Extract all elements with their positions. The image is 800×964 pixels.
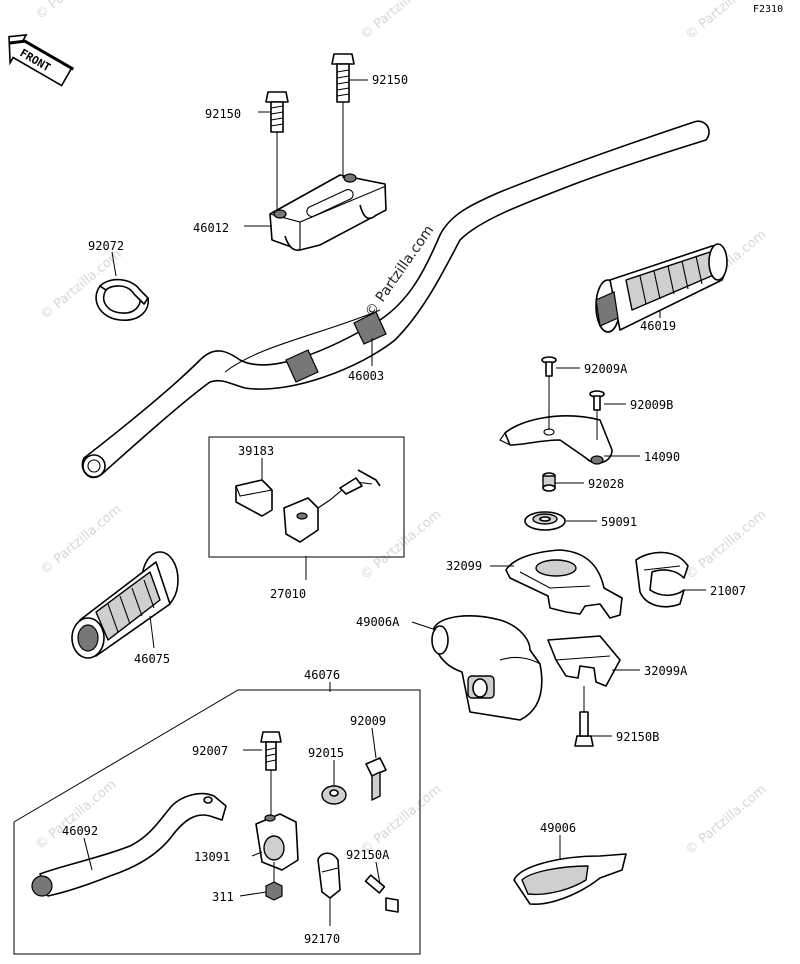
part-label: 59091 xyxy=(601,515,637,529)
part-label: 39183 xyxy=(238,444,274,458)
part-label: 92007 xyxy=(192,744,228,758)
handlebar-clamp xyxy=(269,173,387,252)
part-label: 311 xyxy=(212,890,234,904)
throttle-body-49006a xyxy=(431,615,543,721)
boot-cover xyxy=(513,835,627,905)
collar-92028 xyxy=(542,472,556,492)
part-label: 49006A xyxy=(356,615,400,629)
knurl-pattern-icon xyxy=(285,311,387,383)
bolt-92150-left xyxy=(265,91,289,210)
lever-assembly-box xyxy=(13,689,421,955)
part-label: 92072 xyxy=(88,239,124,253)
bolt-92150b xyxy=(574,686,594,747)
leader-lines xyxy=(83,79,706,926)
switch-assembly xyxy=(235,469,381,543)
throttle-case-32099 xyxy=(505,549,623,619)
watermark: © Partzilla.com xyxy=(358,507,444,583)
screw-92009b xyxy=(589,390,605,411)
pulley-59091 xyxy=(524,511,566,531)
part-label: 92150 xyxy=(205,107,241,121)
lever-assembly xyxy=(31,731,399,913)
bolt-92150-right xyxy=(331,53,355,178)
watermark: © Partzilla.com xyxy=(38,502,124,578)
part-label: 13091 xyxy=(194,850,230,864)
watermark: © Partzilla.com xyxy=(683,782,769,858)
grip-right xyxy=(595,243,728,333)
part-label: 46075 xyxy=(134,652,170,666)
part-label: 27010 xyxy=(270,587,306,601)
part-label: 49006 xyxy=(540,821,576,835)
watermark: © Partzilla.com xyxy=(683,507,769,583)
watermark: © Partzilla.com xyxy=(33,777,119,853)
case-lower-32099a xyxy=(547,635,621,687)
part-label: 46092 xyxy=(62,824,98,838)
part-label: 92150B xyxy=(616,730,659,744)
diagram-code: F2310 xyxy=(753,4,783,15)
part-label: 92028 xyxy=(588,477,624,491)
grip-left xyxy=(71,551,179,659)
watermark: © Partzilla.com xyxy=(358,0,444,43)
part-label: 92009A xyxy=(584,362,628,376)
part-label: 32099A xyxy=(644,664,688,678)
part-label: 46003 xyxy=(348,369,384,383)
part-label: 46019 xyxy=(640,319,676,333)
cable-holder-21007 xyxy=(635,551,689,608)
part-label: 14090 xyxy=(644,450,680,464)
part-label: 46076 xyxy=(304,668,340,682)
part-label: 92009 xyxy=(350,714,386,728)
part-labels: 92150 92150 46012 92072 46003 46019 9200… xyxy=(62,73,746,946)
handlebar xyxy=(81,120,710,479)
throttle-cover xyxy=(499,376,613,465)
part-label: 92009B xyxy=(630,398,673,412)
front-arrow-icon: FRONT xyxy=(8,34,75,87)
screw-92009a xyxy=(541,356,557,377)
part-label: 92170 xyxy=(304,932,340,946)
part-label: 32099 xyxy=(446,559,482,573)
part-label: 21007 xyxy=(710,584,746,598)
part-label: 46012 xyxy=(193,221,229,235)
part-label: 92015 xyxy=(308,746,344,760)
part-label: 92150A xyxy=(346,848,390,862)
watermark: © Partzilla.com xyxy=(358,782,444,858)
watermark: © Partzilla.com xyxy=(33,0,119,23)
part-label: 92150 xyxy=(372,73,408,87)
band-clip xyxy=(95,278,149,321)
